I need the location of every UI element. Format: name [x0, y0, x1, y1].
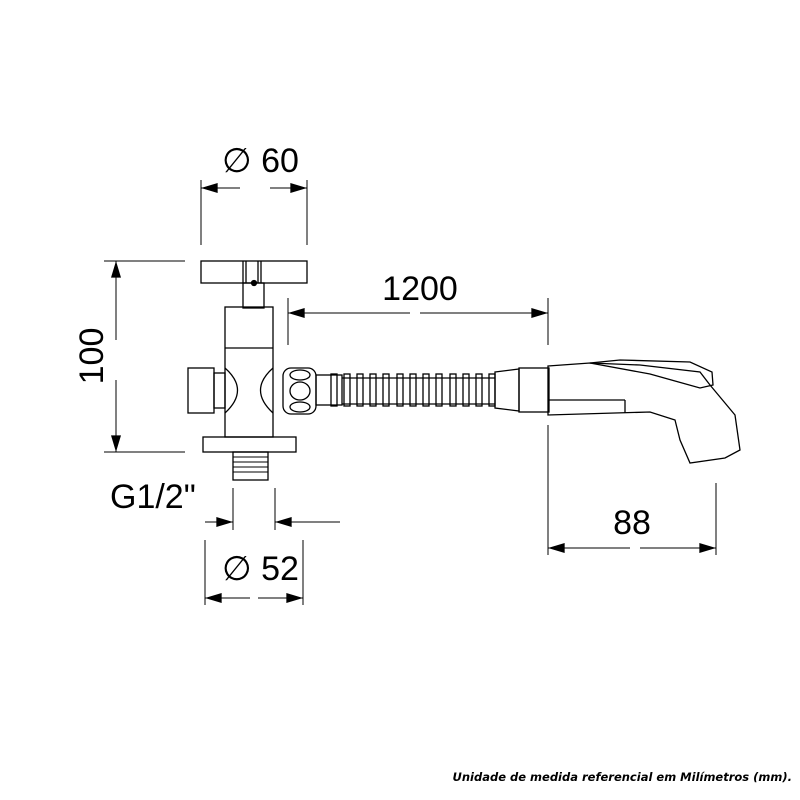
right-nut — [282, 367, 317, 415]
hand-shower — [547, 362, 741, 464]
hose-fitting — [315, 374, 343, 406]
dim-height: 100 — [73, 328, 111, 385]
faucet-drawing — [187, 260, 741, 481]
dim-flange-diameter: ∅ 52 — [222, 550, 299, 588]
dim-thread: G1/2" — [110, 478, 196, 516]
flange — [202, 436, 297, 453]
valve-body — [224, 306, 274, 438]
units-note: Unidade de medida referencial em Milímet… — [452, 770, 792, 784]
stem — [242, 282, 265, 309]
cross-handle — [200, 260, 308, 284]
thread — [232, 451, 269, 481]
dimension-lines — [104, 180, 717, 605]
dim-shower-length: 88 — [613, 504, 651, 542]
dim-handle-diameter: ∅ 60 — [222, 142, 299, 180]
hose — [330, 373, 496, 407]
left-nut — [187, 367, 215, 414]
dim-hose-length: 1200 — [382, 270, 458, 308]
